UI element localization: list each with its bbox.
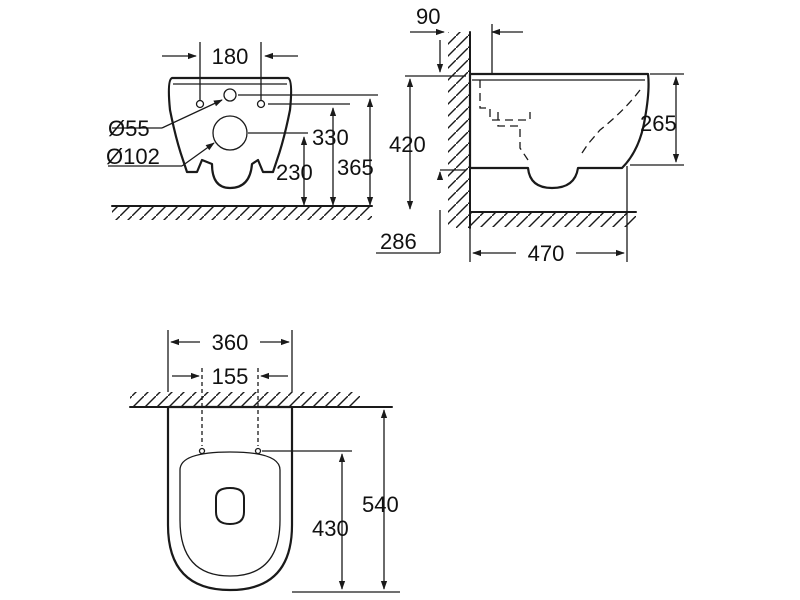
front-fixing-hole-left xyxy=(195,99,205,109)
dim-side-420: 420 xyxy=(389,132,426,157)
dim-top-360: 360 xyxy=(212,330,249,355)
top-wall xyxy=(129,392,393,408)
top-bowl-inner xyxy=(179,451,281,577)
front-inlet xyxy=(223,88,237,102)
top-view: 360 155 540 430 xyxy=(129,330,400,593)
front-fixing-hole-right xyxy=(256,99,266,109)
dim-front-180: 180 xyxy=(212,44,249,69)
dim-front-inlet-diameter: Ø55 xyxy=(108,116,150,141)
top-bowl-opening xyxy=(215,487,245,525)
front-bowl-outline xyxy=(167,76,293,190)
side-floor xyxy=(469,211,637,227)
dim-side-470: 470 xyxy=(528,241,565,266)
front-floor xyxy=(111,205,373,220)
dim-front-outlet-diameter: Ø102 xyxy=(106,144,160,169)
dim-side-286: 286 xyxy=(380,229,417,254)
dim-side-265: 265 xyxy=(640,111,677,136)
side-internal-channel xyxy=(479,80,641,161)
side-wall xyxy=(448,31,471,229)
dim-front-230: 230 xyxy=(276,160,313,185)
top-fixing-hole-right xyxy=(254,447,262,455)
dim-top-155: 155 xyxy=(212,364,249,389)
dim-front-365: 365 xyxy=(337,155,374,180)
side-view: 90 420 286 265 470 xyxy=(376,4,684,266)
top-seat-outline xyxy=(166,405,294,592)
front-outlet xyxy=(212,115,248,151)
top-fixing-hole-left xyxy=(198,447,206,455)
dim-side-90: 90 xyxy=(416,4,440,29)
dim-top-540: 540 xyxy=(362,492,399,517)
front-view: 180 Ø55 Ø102 330 230 365 xyxy=(106,42,378,220)
side-bowl-outline xyxy=(468,72,650,190)
dim-front-330: 330 xyxy=(312,125,349,150)
dim-top-430: 430 xyxy=(312,516,349,541)
